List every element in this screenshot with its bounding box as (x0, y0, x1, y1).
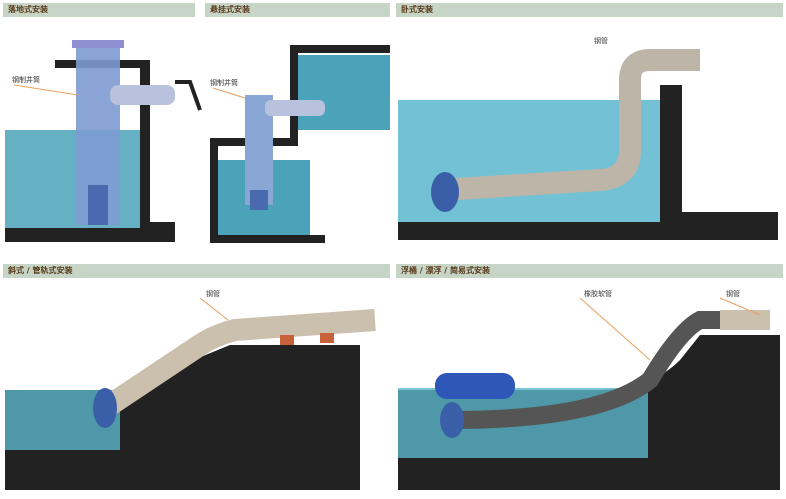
callout-steel-pipe: 钢管 (594, 37, 608, 45)
floor-mounted-illustration (5, 40, 202, 242)
inclined-illustration (5, 297, 376, 490)
panel-title-horizontal: 卧式安装 (396, 3, 783, 17)
callout-steel-pipe: 钢管 (206, 290, 220, 298)
callout-rubber-hose: 橡胶软管 (584, 290, 612, 298)
panel-title-floating: 浮桶 / 漂浮 / 简易式安装 (396, 264, 783, 278)
callout-steel-pipe: 钢管 (726, 290, 740, 298)
callout-steel-shaft: 钢制井筒 (210, 79, 238, 87)
suspended-illustration (210, 45, 390, 243)
floating-illustration (398, 297, 780, 490)
panel-title-floor-mounted: 落地式安装 (3, 3, 195, 17)
callout-steel-shaft: 钢制井筒 (12, 76, 40, 84)
panel-title-suspended: 悬挂式安装 (205, 3, 390, 17)
horizontal-illustration (398, 49, 778, 240)
panel-title-inclined: 斜式 / 管轨式安装 (3, 264, 390, 278)
